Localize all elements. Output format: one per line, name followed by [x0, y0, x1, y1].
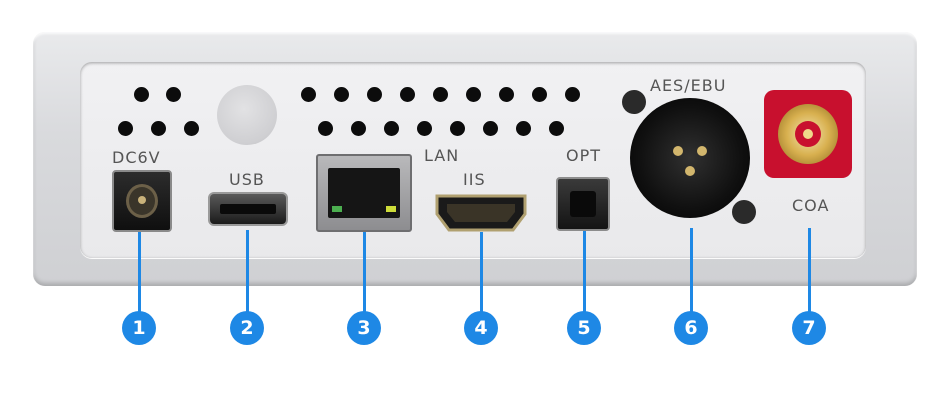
callout-badge-6: 6: [674, 311, 708, 345]
optical-port[interactable]: [556, 177, 610, 231]
callout-badge-3: 3: [347, 311, 381, 345]
callout-line-5: [583, 231, 586, 314]
lan-port[interactable]: [316, 154, 412, 232]
coax-rca-port[interactable]: [764, 90, 852, 178]
aes-ebu-label: AES/EBU: [650, 76, 727, 95]
callout-line-2: [246, 230, 249, 314]
usb-label: USB: [229, 170, 265, 189]
callout-badge-1: 1: [122, 311, 156, 345]
coa-label: COA: [792, 196, 830, 215]
usb-port[interactable]: [208, 192, 288, 226]
iis-port[interactable]: [433, 192, 529, 234]
callout-line-4: [480, 232, 483, 314]
dc-power-jack[interactable]: [112, 170, 172, 232]
aes-ebu-xlr-port[interactable]: [620, 88, 760, 228]
opt-label: OPT: [566, 146, 602, 165]
callout-badge-7: 7: [792, 311, 826, 345]
indicator-light: [217, 85, 277, 145]
dc6v-label: DC6V: [112, 148, 161, 167]
callout-badge-5: 5: [567, 311, 601, 345]
callout-line-6: [690, 228, 693, 314]
iis-label: IIS: [463, 170, 486, 189]
callout-line-7: [808, 228, 811, 314]
callout-line-3: [363, 232, 366, 314]
lan-label: LAN: [424, 146, 460, 165]
callout-line-1: [138, 232, 141, 314]
callout-badge-2: 2: [230, 311, 264, 345]
callout-badge-4: 4: [464, 311, 498, 345]
